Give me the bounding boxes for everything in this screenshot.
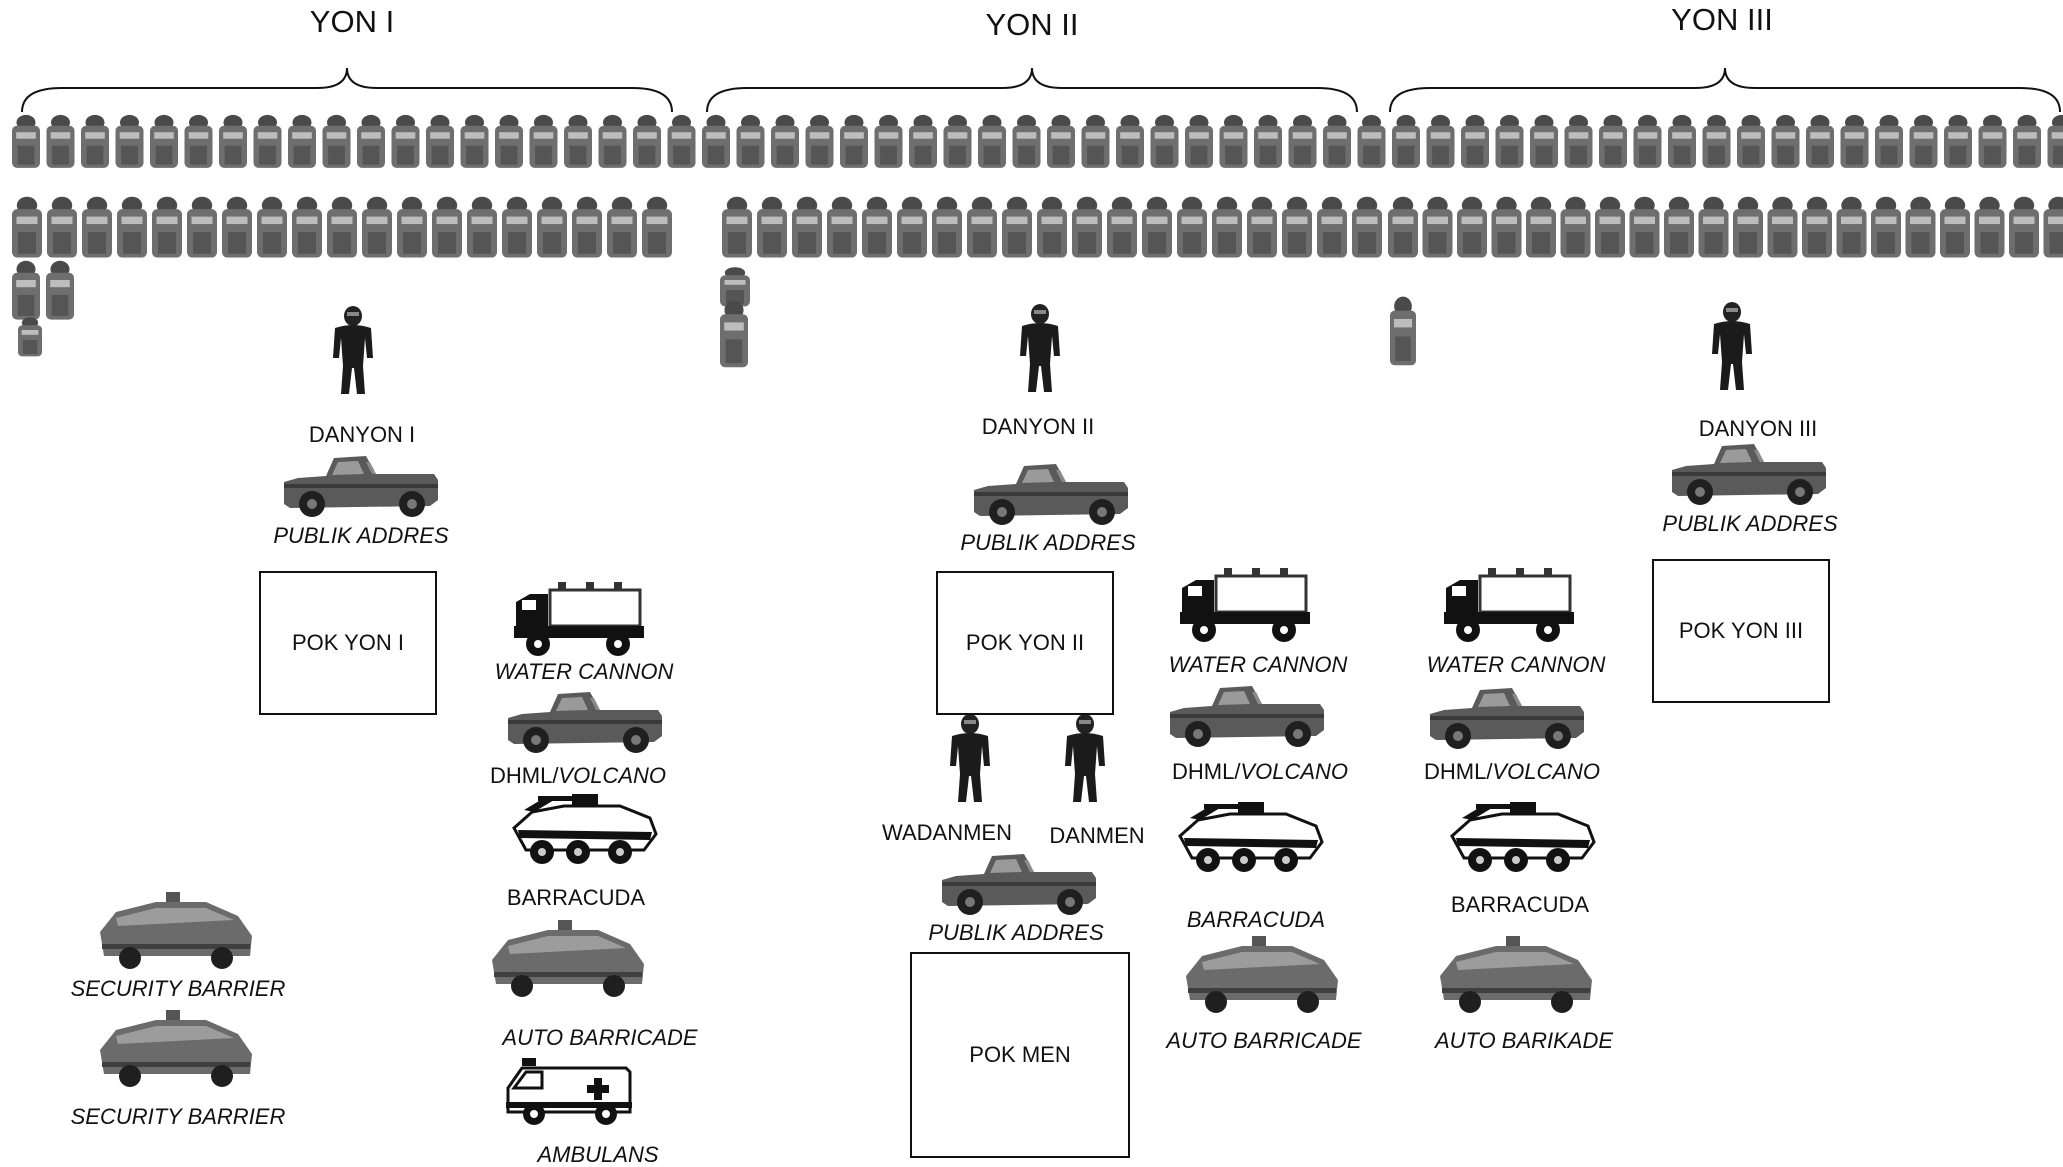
pickup-truck-icon — [1672, 444, 1826, 505]
pa-label-3: PUBLIK ADDRES — [1662, 513, 1837, 535]
pok-men-label: POK MEN — [969, 1042, 1070, 1068]
commander-label-2: DANYON II — [982, 416, 1094, 438]
pickup-truck-icon — [508, 692, 662, 753]
dhml-text: DHML/ — [1172, 759, 1240, 784]
barracuda-apc-icon — [1452, 802, 1594, 872]
officer-icon — [333, 306, 373, 394]
pok-men-box: POK MEN — [910, 952, 1130, 1158]
water-cannon-truck-icon — [1444, 568, 1574, 642]
wadanmen-label: WADANMEN — [882, 822, 1012, 844]
auto-barikade-label-3: AUTO BARIKADE — [1435, 1030, 1613, 1052]
commander-label-1: DANYON I — [309, 424, 415, 446]
armored-barrier-vehicle-icon — [100, 892, 252, 969]
officer-icon — [1712, 302, 1752, 390]
barracuda-label-2: BARRACUDA — [1187, 909, 1325, 931]
pok-label-2: POK YON II — [966, 630, 1084, 656]
volcano-text: VOLCANO — [1492, 759, 1600, 784]
pok-box-1: POK YON I — [259, 571, 437, 715]
barracuda-apc-icon — [514, 794, 656, 864]
volcano-text: VOLCANO — [1240, 759, 1348, 784]
ambulance-icon — [506, 1058, 632, 1125]
pickup-truck-icon — [1170, 686, 1324, 747]
water-cannon-label-3: WATER CANNON — [1427, 654, 1606, 676]
dhml-text: DHML/ — [490, 763, 558, 788]
barracuda-label-3: BARRACUDA — [1451, 894, 1589, 916]
officer-icon — [950, 714, 990, 802]
pok-box-2: POK YON II — [936, 571, 1114, 715]
water-cannon-truck-icon — [514, 582, 644, 656]
pickup-truck-icon — [942, 854, 1096, 915]
volcano-text: VOLCANO — [558, 763, 666, 788]
dhml-label-1: DHML/VOLCANO — [490, 765, 666, 787]
pa-label-1: PUBLIK ADDRES — [273, 525, 448, 547]
barracuda-label-1: BARRACUDA — [507, 887, 645, 909]
auto-barricade-label-1: AUTO BARRICADE — [502, 1027, 697, 1049]
dhml-text: DHML/ — [1424, 759, 1492, 784]
barracuda-apc-icon — [1180, 802, 1322, 872]
armored-barrier-vehicle-icon — [100, 1010, 252, 1087]
security-barrier-label-1: SECURITY BARRIER — [71, 978, 286, 1000]
dhml-label-2: DHML/VOLCANO — [1172, 761, 1348, 783]
pok-box-3: POK YON III — [1652, 559, 1830, 703]
pickup-truck-icon — [974, 464, 1128, 525]
water-cannon-label-2: WATER CANNON — [1169, 654, 1348, 676]
armored-barrier-vehicle-icon — [492, 920, 644, 997]
security-barrier-label-2: SECURITY BARRIER — [71, 1106, 286, 1128]
danmen-label: DANMEN — [1049, 825, 1144, 847]
pok-label-1: POK YON I — [292, 630, 404, 656]
pa-label-hq: PUBLIK ADDRES — [928, 922, 1103, 944]
pok-label-3: POK YON III — [1679, 618, 1803, 644]
armored-barrier-vehicle-icon — [1186, 936, 1338, 1013]
dhml-label-3: DHML/VOLCANO — [1424, 761, 1600, 783]
pickup-truck-icon — [284, 456, 438, 517]
officer-icon — [1065, 714, 1105, 802]
ambulans-label: AMBULANS — [537, 1144, 658, 1166]
pickup-truck-icon — [1430, 688, 1584, 749]
water-cannon-label-1: WATER CANNON — [495, 661, 674, 683]
commander-label-3: DANYON III — [1699, 418, 1818, 440]
officer-icon — [1020, 304, 1060, 392]
pa-label-2: PUBLIK ADDRES — [960, 532, 1135, 554]
water-cannon-truck-icon — [1180, 568, 1310, 642]
auto-barricade-label-2: AUTO BARRICADE — [1166, 1030, 1361, 1052]
armored-barrier-vehicle-icon — [1440, 936, 1592, 1013]
